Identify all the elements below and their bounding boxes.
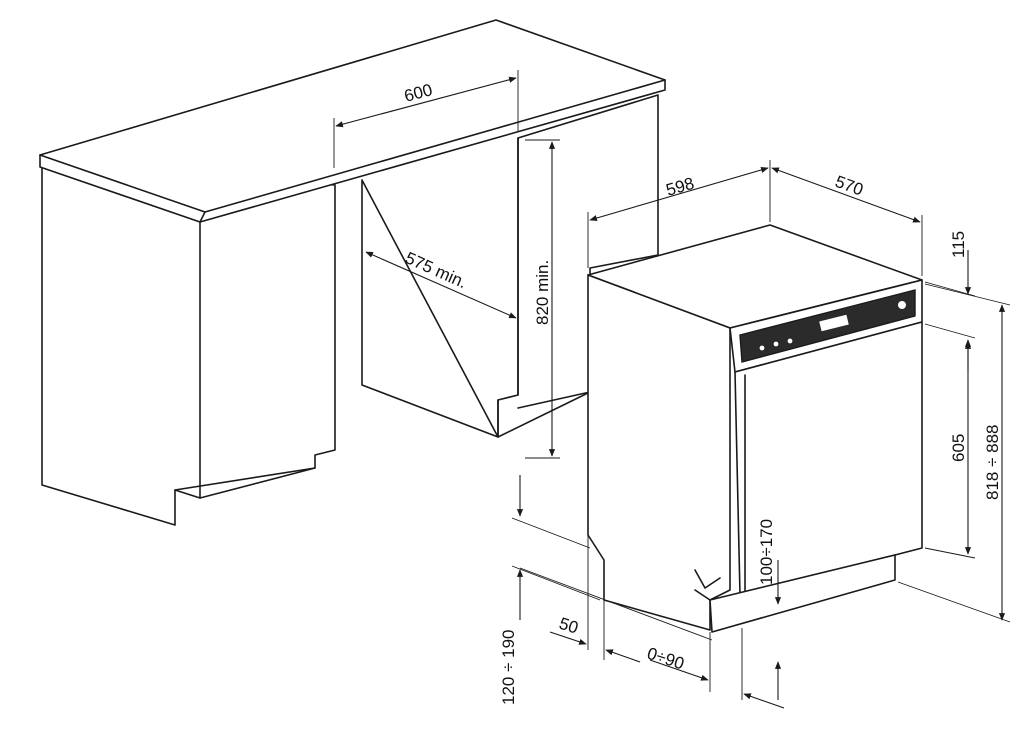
label-115: 115	[949, 231, 968, 258]
dimension-line-575	[365, 251, 517, 319]
dishwasher-door	[734, 321, 923, 596]
display-window	[819, 314, 849, 332]
button-icon	[787, 338, 793, 344]
dimension-line-598	[589, 166, 769, 222]
label-50: 50	[557, 614, 581, 638]
dimension-line-0-90-right	[743, 693, 785, 709]
label-598: 598	[664, 174, 697, 200]
dimension-line-570	[771, 167, 921, 223]
label-120-190: 120 ÷ 190	[499, 629, 518, 705]
power-knob-icon	[898, 301, 906, 309]
button-icon	[759, 345, 765, 351]
label-100-170: 100÷170	[757, 519, 776, 585]
dishwasher-side	[587, 274, 731, 631]
label-605: 605	[949, 434, 968, 462]
left-cabinet-plinth	[174, 467, 316, 499]
label-570: 570	[833, 172, 866, 200]
kick-plate-detail	[694, 569, 721, 601]
left-cabinet-side	[41, 166, 336, 526]
kick-plate	[709, 554, 896, 633]
dimension-line-0-90-left	[649, 659, 709, 681]
label-820-min: 820 min.	[533, 260, 552, 325]
label-0-90: 0÷90	[645, 644, 687, 674]
dimension-line-50-left	[549, 631, 587, 645]
dimension-line-600	[335, 76, 517, 128]
dimension-line-50-right	[605, 649, 641, 663]
kitchen-cabinets	[39, 19, 666, 526]
button-icon	[773, 341, 779, 347]
right-cabinet	[361, 94, 659, 438]
dishwasher	[587, 224, 923, 633]
label-818-888: 818 ÷ 888	[983, 424, 1002, 500]
